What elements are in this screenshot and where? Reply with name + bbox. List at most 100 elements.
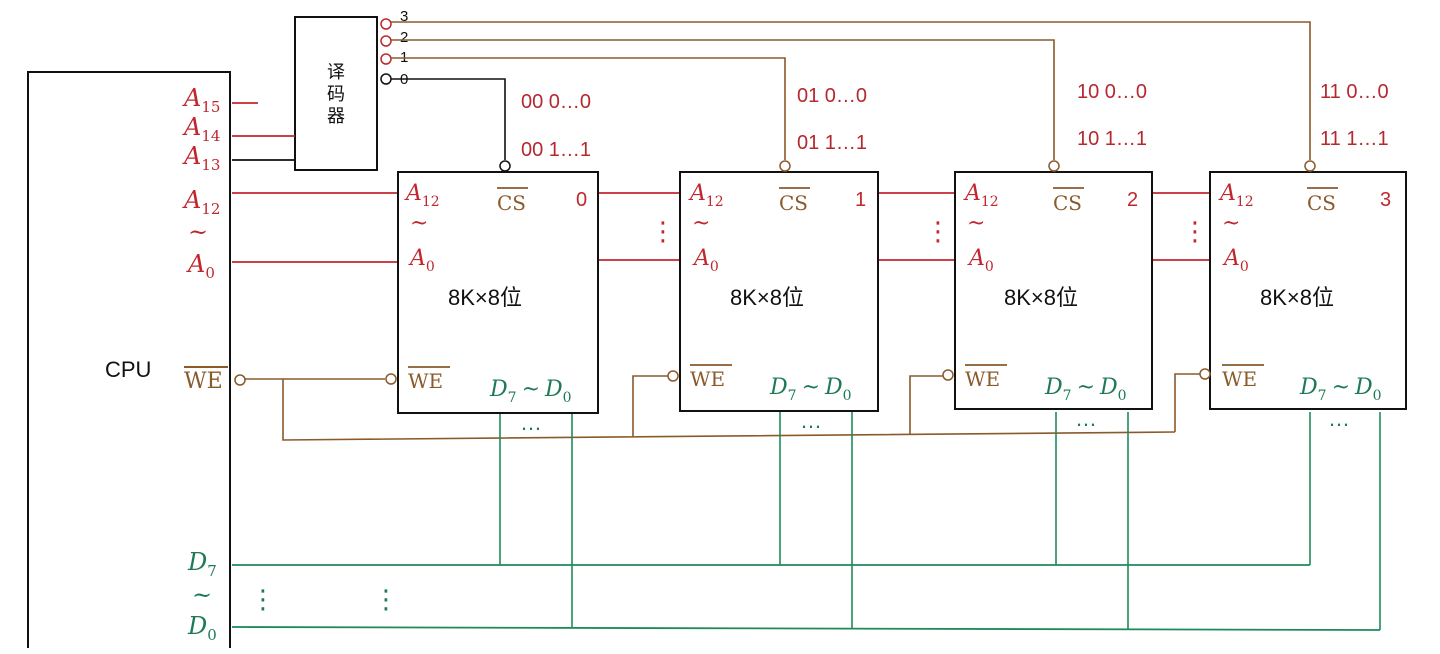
decoder-label-1: 译: [327, 62, 345, 82]
chip-2-pin-data: D7~D0: [1044, 375, 1127, 404]
chip-3-addr-low: 11 1…1: [1320, 128, 1389, 150]
chip-1-addr-low: 01 1…1: [797, 132, 867, 154]
chip-3: A12 ~ A0 CS 3 8K×8位 WE D7~D0 11 0…0 11 1…: [1199, 81, 1407, 410]
chip-2-pin-tilde: ~: [967, 211, 985, 236]
chip-0-size: 8K×8位: [448, 285, 522, 310]
cpu-pin-a13: A13: [182, 142, 220, 174]
chip-3-size: 8K×8位: [1260, 285, 1334, 310]
cpu-label: CPU: [105, 357, 151, 382]
chip-2-size: 8K×8位: [1004, 285, 1078, 310]
chip-3-pin-a0: A0: [1222, 246, 1249, 275]
chip-3-addr-high: 11 0…0: [1320, 81, 1389, 103]
continuation-dots: ⋮ ⋮ ⋮ … … … … ⋮ ⋮: [250, 216, 1350, 614]
addr-vdots-12: ⋮: [925, 216, 951, 246]
chip-0-outline: [397, 171, 599, 414]
chip-2-addr-high: 10 0…0: [1077, 81, 1147, 103]
wire-cs-3: [391, 21, 1311, 160]
decoder-out-2-label: 2: [400, 29, 408, 46]
decoder-out-3-label: 3: [400, 8, 408, 25]
wire-cs-2: [391, 39, 1055, 160]
chip-0-cs-bubble: [499, 160, 511, 172]
chip-0-index: 0: [576, 189, 587, 211]
decoder-label-2: 码: [327, 84, 345, 104]
chip-1-pin-a12: A12: [688, 181, 724, 210]
cpu-pin-addr-tilde: ~: [188, 218, 208, 246]
data-hdots-0: …: [520, 410, 542, 435]
chip-2-index: 2: [1127, 189, 1138, 211]
data-hdots-2: …: [1075, 406, 1097, 431]
chip-0: A12 ~ A0 CS 0 8K×8位 WE D7~D0 00 0…0 00 1…: [385, 91, 599, 414]
chip-2-pin-we: WE: [965, 367, 1000, 391]
chip-1-size: 8K×8位: [730, 285, 804, 310]
wire-we-chip1: [632, 375, 668, 437]
chip-2-pin-cs: CS: [1053, 191, 1082, 215]
chip-0-pin-we: WE: [408, 369, 443, 393]
chip-3-pin-tilde: ~: [1222, 211, 1240, 236]
chip-0-pin-tilde: ~: [410, 211, 428, 236]
chip-3-outline: [1209, 171, 1407, 410]
cpu-pin-a14: A14: [182, 113, 220, 145]
chip-1-pin-a0: A0: [692, 246, 719, 275]
wire-cs-1: [391, 57, 786, 160]
chip-2: A12 ~ A0 CS 2 8K×8位 WE D7~D0 10 0…0 10 1…: [942, 81, 1153, 410]
chip-3-pin-cs: CS: [1307, 191, 1336, 215]
chip-0-pin-cs: CS: [497, 191, 526, 215]
cpu-we-bubble: [234, 374, 246, 386]
decoder-label-3: 器: [327, 106, 345, 126]
chip-2-addr-low: 10 1…1: [1077, 128, 1147, 150]
chip-3-we-bubble: [1199, 368, 1211, 380]
wire-we-chip3: [1174, 373, 1200, 432]
chip-3-pin-we: WE: [1222, 367, 1257, 391]
decoder-block: 译 码 器 3 2 1 0: [294, 8, 408, 171]
chip-2-outline: [954, 171, 1153, 410]
cpu-pin-a15: A15: [182, 84, 220, 116]
chip-2-cs-bubble: [1048, 160, 1060, 172]
chip-0-pin-data: D7~D0: [489, 377, 572, 406]
wire-data-d0-bus: [231, 626, 1381, 631]
chip-1-index: 1: [855, 189, 866, 211]
wire-we-bus: [282, 379, 1176, 441]
addr-vdots-23: ⋮: [1182, 216, 1208, 246]
wires: [231, 21, 1381, 631]
chip-1: A12 ~ A0 CS 1 8K×8位 WE D7~D0 01 0…0 01 1…: [667, 85, 879, 412]
decoder-out-0-bubble: [380, 73, 392, 85]
decoder-out-1-bubble: [380, 53, 392, 65]
addr-vdots-01: ⋮: [650, 216, 676, 246]
cpu-pin-data-tilde: ~: [192, 581, 212, 609]
cpu-pin-a0: A0: [186, 250, 215, 282]
chip-1-cs-bubble: [779, 160, 791, 172]
wire-cs-0: [391, 78, 506, 160]
chip-3-cs-bubble: [1304, 160, 1316, 172]
data-hdots-1: …: [800, 408, 822, 433]
data-bus-vdots-left: ⋮: [250, 584, 276, 614]
chip-2-we-bubble: [942, 369, 954, 381]
chip-0-addr-low: 00 1…1: [521, 139, 591, 161]
chip-1-pin-we: WE: [690, 367, 725, 391]
chip-2-pin-a0: A0: [967, 246, 994, 275]
chip-3-index: 3: [1380, 189, 1391, 211]
cpu-outline: [27, 71, 231, 648]
chip-1-we-bubble: [667, 370, 679, 382]
chip-3-pin-data: D7~D0: [1299, 375, 1382, 404]
chip-0-addr-high: 00 0…0: [521, 91, 591, 113]
chip-1-addr-high: 01 0…0: [797, 85, 867, 107]
chip-0-we-bubble: [385, 373, 397, 385]
chip-2-pin-a12: A12: [963, 181, 999, 210]
cpu-block: CPU A15 A14 A13 A12 ~ A0 WE D7 ~ D0: [27, 71, 246, 648]
cpu-pin-a12: A12: [182, 186, 220, 218]
wire-we-chip2: [909, 375, 943, 434]
cpu-pin-d7: D7: [187, 548, 217, 580]
chip-0-pin-a12: A12: [404, 181, 440, 210]
decoder-out-3-bubble: [380, 18, 392, 30]
cpu-pin-we: WE: [184, 369, 223, 394]
cpu-pin-d0: D0: [187, 612, 217, 644]
chip-1-pin-tilde: ~: [692, 211, 710, 236]
chip-1-pin-cs: CS: [779, 191, 808, 215]
data-hdots-3: …: [1328, 406, 1350, 431]
decoder-outline: [294, 16, 378, 171]
data-bus-vdots-right: ⋮: [373, 584, 399, 614]
chip-1-outline: [679, 171, 879, 412]
chip-3-pin-a12: A12: [1218, 181, 1254, 210]
chip-0-pin-a0: A0: [408, 246, 435, 275]
